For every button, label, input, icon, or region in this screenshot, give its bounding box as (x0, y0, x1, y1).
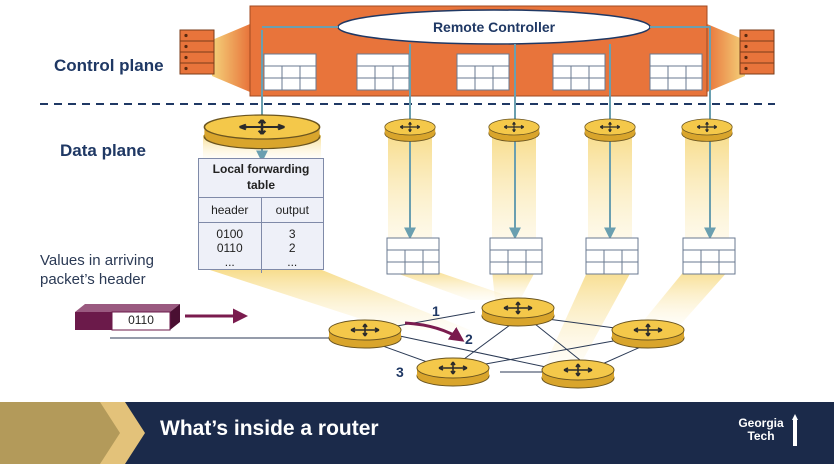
beam-col-4-low (545, 270, 632, 365)
router-network-1 (328, 319, 402, 349)
right-server-band (707, 24, 745, 92)
local-table-5 (682, 237, 736, 275)
beam-col-2-low (388, 270, 520, 300)
slide-title: What’s inside a router (160, 417, 379, 440)
router-network-3 (611, 319, 685, 349)
georgia-tech-logo: Georgia Tech (731, 417, 791, 443)
logo-line-2: Tech (747, 429, 775, 443)
table-cell: ... (287, 255, 298, 269)
forwarding-arrow (404, 321, 465, 342)
left-server-band (212, 24, 250, 92)
link-controller-router-5 (650, 26, 716, 240)
controller-table-2 (356, 53, 410, 91)
column-header-output: output (275, 203, 309, 217)
footer-chevron-light (100, 402, 145, 464)
beam-col-5-low (640, 270, 729, 325)
router-top-4 (584, 118, 636, 143)
table-cell: 3 (288, 227, 296, 241)
local-table-2 (386, 237, 440, 275)
table-cell: 2 (288, 241, 296, 255)
beam-main (210, 270, 470, 330)
router-top-5 (681, 118, 733, 143)
packet-header-box (111, 311, 171, 331)
packet-side (170, 304, 180, 330)
packet-top (75, 304, 180, 312)
tech-tower-icon (792, 414, 798, 446)
column-header-header: header (199, 198, 262, 222)
router-network-5 (541, 359, 615, 389)
packet-header-value: 0110 (128, 313, 154, 327)
footer-chevron-gold (0, 402, 130, 464)
beam-col-3-low (492, 270, 536, 300)
local-forwarding-table: Local forwarding table header output 010… (198, 158, 324, 273)
router-network-4 (416, 357, 490, 387)
arriving-values-label: Values in arriving packet’s header (40, 252, 154, 288)
router-top-2 (384, 118, 436, 143)
table-cell: ... (224, 255, 235, 269)
forwarding-table-body: 0100 0110 ... 3 2 ... (199, 223, 323, 273)
control-plane-label: Control plane (54, 56, 164, 75)
table-cell: 0110 (216, 241, 243, 255)
remote-controller-label: Remote Controller (432, 19, 556, 35)
port-label-3: 3 (396, 364, 404, 380)
output-column: 3 2 ... (262, 223, 324, 273)
data-plane-label: Data plane (60, 141, 146, 160)
right-server-icon (739, 29, 775, 75)
local-table-3 (489, 237, 543, 275)
router-local (203, 113, 321, 150)
left-server-icon (179, 29, 215, 75)
local-table-4 (585, 237, 639, 275)
router-network-2 (481, 297, 555, 327)
header-column: 0100 0110 ... (199, 223, 262, 273)
forwarding-table-header-row: header output (199, 198, 323, 223)
port-label-1: 1 (432, 303, 440, 319)
router-top-3 (488, 118, 540, 143)
controller-table-5 (649, 53, 703, 91)
forwarding-table-title: Local forwarding table (199, 159, 323, 198)
port-label-2: 2 (465, 331, 473, 347)
beam-col-5 (685, 135, 729, 270)
controller-table-3 (456, 53, 510, 91)
table-cell: 0100 (216, 227, 244, 241)
logo-line-1: Georgia (738, 416, 784, 430)
controller-table-4 (552, 53, 606, 91)
controller-table-1 (263, 53, 317, 91)
